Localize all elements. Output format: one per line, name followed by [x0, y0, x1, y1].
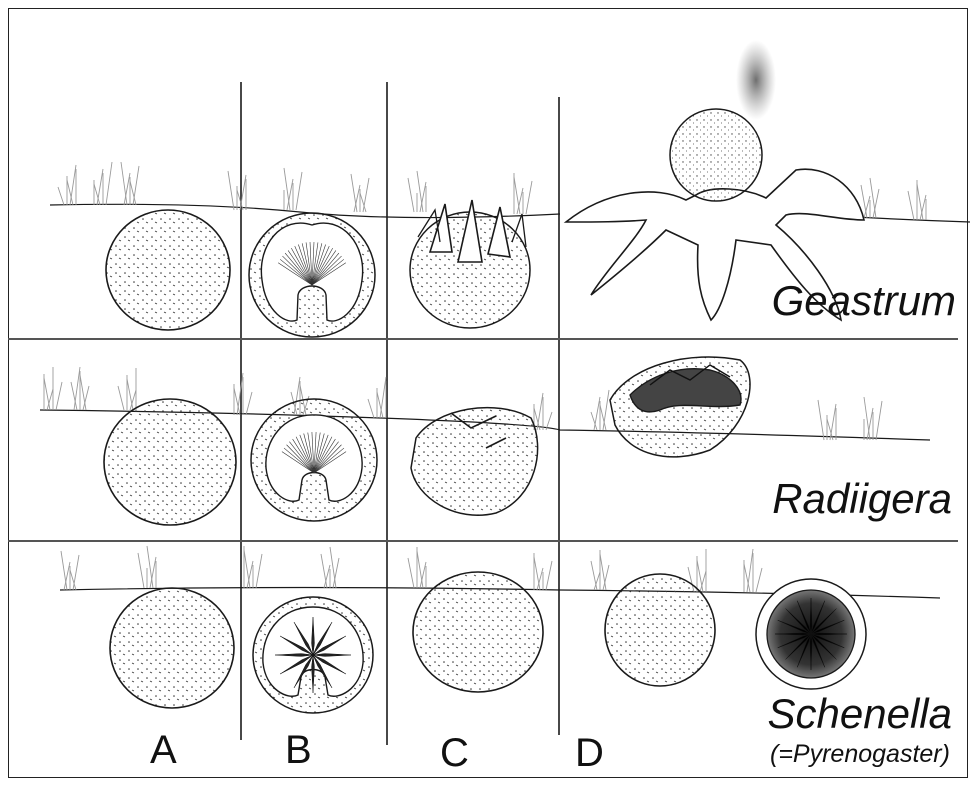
grass-tuft	[864, 397, 882, 440]
grass-tuft	[94, 162, 112, 205]
schenella-stage-b-section	[253, 597, 373, 713]
column-label-d: D	[575, 733, 604, 773]
grass-tuft	[71, 367, 89, 410]
radiigera-row	[104, 357, 750, 525]
genus-label-geastrum: Geastrum	[700, 280, 956, 322]
column-label-b: B	[285, 730, 312, 770]
schenella-stage-c-ball	[413, 572, 543, 692]
grass-tuft	[284, 168, 302, 210]
grass-tuft	[861, 178, 879, 218]
radiigera-stage-d-broken	[610, 357, 750, 457]
genus-label-radiigera: Radiigera	[700, 478, 952, 520]
grass-tuft	[234, 373, 252, 415]
grass-tuft	[744, 549, 762, 592]
schenella-stage-a-ball	[110, 588, 234, 708]
grass-tuft	[408, 171, 426, 212]
radiigera-stage-c-cracking	[411, 408, 538, 516]
grass-tuft	[58, 165, 76, 205]
grass-tuft	[591, 550, 609, 590]
geastrum-stage-c-opening	[410, 200, 530, 328]
geastrum-stage-a-ball	[106, 210, 230, 330]
grass-tuft	[321, 547, 339, 588]
geastrum-stage-b-section	[249, 213, 375, 337]
schenella-stage-d-section	[756, 579, 866, 689]
grass-tuft	[118, 368, 136, 410]
grass-tuft	[44, 367, 62, 410]
grass-tuft	[368, 377, 386, 418]
grass-tuft	[591, 390, 609, 430]
column-label-a: A	[150, 730, 177, 770]
schenella-stage-d-ball	[605, 574, 715, 686]
grass-tuft	[534, 393, 552, 430]
genus-synonym-pyrenogaster: (=Pyrenogaster)	[770, 742, 950, 767]
grass-tuft	[121, 162, 139, 205]
grass-tuft	[351, 174, 369, 212]
spore-cloud	[736, 40, 776, 120]
grass-tuft	[514, 173, 532, 214]
grass-tuft	[138, 546, 156, 588]
grass-tuft	[244, 546, 262, 588]
grass-tuft	[61, 551, 79, 590]
grass-tuft	[818, 400, 836, 440]
radiigera-stage-b-section	[251, 399, 377, 521]
grass-tuft	[908, 180, 926, 220]
grass-tuft	[534, 553, 552, 590]
grass-tuft	[228, 171, 246, 210]
grass-tuft	[408, 547, 426, 588]
genus-label-schenella: Schenella	[700, 693, 952, 735]
radiigera-stage-a-ball	[104, 399, 236, 525]
column-label-c: C	[440, 733, 469, 773]
